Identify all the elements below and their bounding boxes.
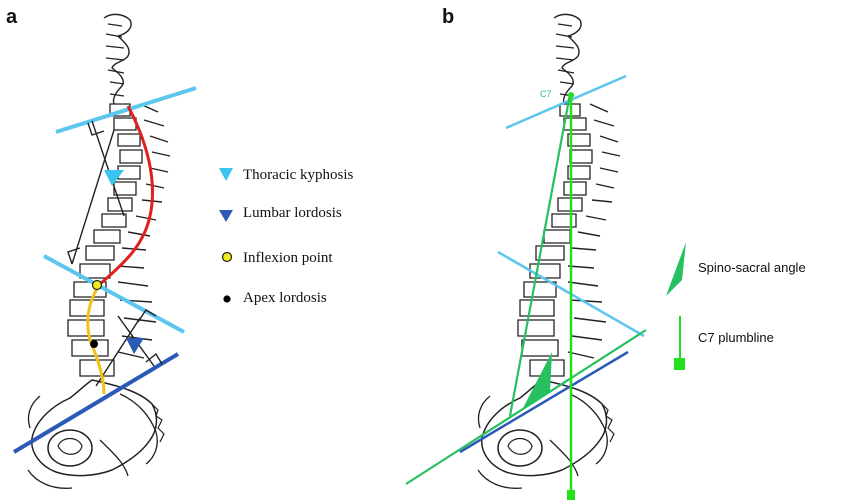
legend-text: Apex lordosis xyxy=(243,290,327,307)
right-angle-marker xyxy=(88,123,104,135)
legend-text: C7 plumbline xyxy=(698,330,774,345)
legend-item-thoracic-kyphosis: Thoracic kyphosis xyxy=(218,164,353,186)
inflexion-point xyxy=(93,281,102,290)
panel-b xyxy=(406,14,686,500)
kyphosis-perpendicular-2 xyxy=(72,130,114,264)
legend-item-inflexion-point: Inflexion point xyxy=(218,247,333,269)
legend-text: Lumbar lordosis xyxy=(243,205,342,222)
panel-a-label: a xyxy=(6,6,17,29)
legend-text: Spino-sacral angle xyxy=(698,260,806,275)
panel-b-label: b xyxy=(442,6,454,29)
c7-label: C7 xyxy=(540,89,552,99)
thoracic-bottom-line xyxy=(44,256,184,332)
spine-illustration-a xyxy=(28,14,170,488)
lumbar-lordosis-angle-icon xyxy=(126,338,144,354)
wedge-icon xyxy=(666,242,686,296)
legend-item-lumbar-lordosis: Lumbar lordosis xyxy=(218,202,342,224)
legend-item-apex-lordosis: Apex lordosis xyxy=(218,287,327,309)
plumbline-weight-icon xyxy=(674,358,685,370)
legend-text: Inflexion point xyxy=(243,250,333,267)
apex-lordosis-point xyxy=(90,340,98,348)
c7-point xyxy=(568,92,574,98)
plumb-weight xyxy=(567,490,575,500)
legend-text: Thoracic kyphosis xyxy=(243,167,353,184)
panel-a xyxy=(14,14,233,488)
